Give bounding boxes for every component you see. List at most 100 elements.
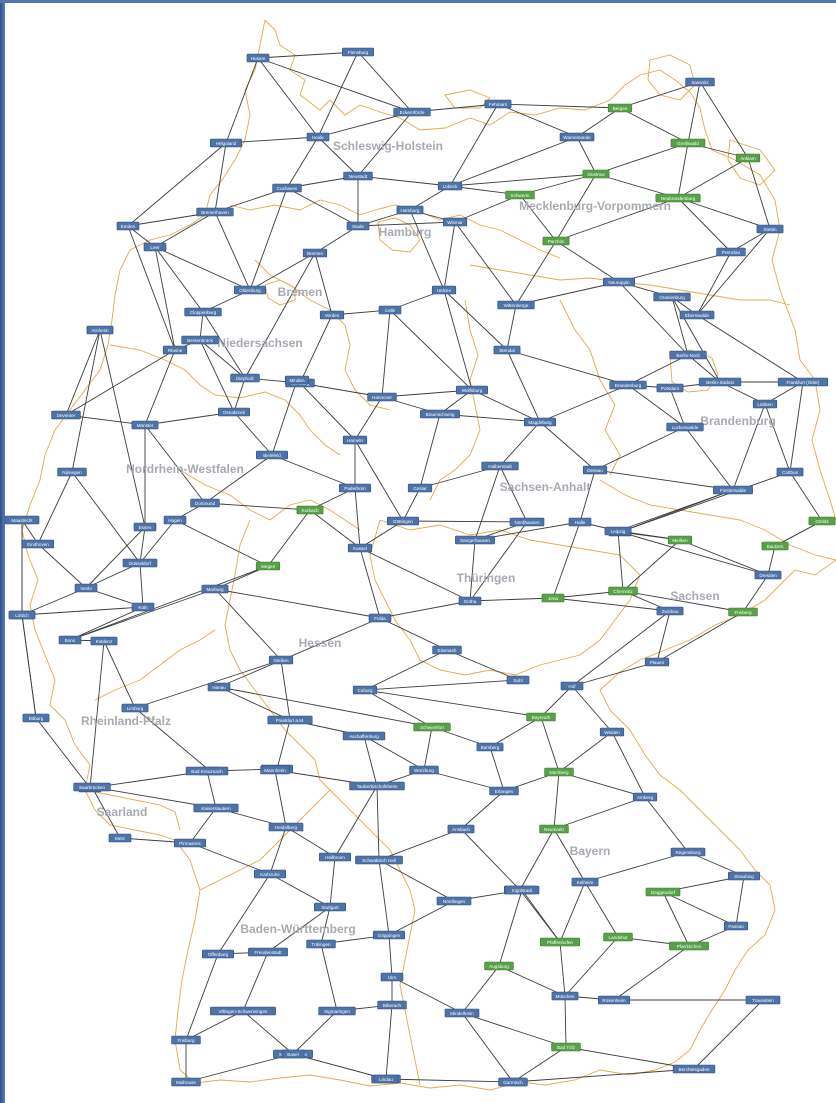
- node-n87[interactable]: Gotha: [459, 597, 481, 605]
- node-n60[interactable]: Dessau: [583, 466, 607, 474]
- node-n8[interactable]: Heide: [307, 133, 329, 141]
- node-n20[interactable]: Stade: [347, 222, 369, 230]
- node-n42[interactable]: Wolfsburg: [456, 386, 487, 394]
- node-n52[interactable]: Braunschweig: [420, 410, 459, 418]
- node-n151[interactable]: Ulm: [381, 973, 403, 981]
- node-n32[interactable]: Cloppenburg: [185, 308, 222, 316]
- node-n93[interactable]: Marburg: [202, 585, 228, 593]
- node-n118[interactable]: Würzburg: [410, 766, 439, 774]
- node-n11[interactable]: Cuxhaven: [273, 184, 302, 192]
- node-n102[interactable]: Suhl: [507, 676, 529, 684]
- node-n24[interactable]: Stettin: [757, 225, 783, 233]
- node-n49[interactable]: Osnabrück: [218, 408, 249, 416]
- node-n16[interactable]: Schwerin: [506, 191, 535, 199]
- node-n28[interactable]: Uelzen: [432, 286, 456, 294]
- node-n110[interactable]: Frankfurt a.M.: [268, 716, 312, 724]
- node-n157[interactable]: München: [552, 992, 578, 1000]
- node-n165[interactable]: Basel: [282, 1050, 304, 1058]
- node-n36[interactable]: Neuruppin: [603, 278, 634, 286]
- node-n79[interactable]: Meißen: [668, 536, 692, 544]
- node-n56[interactable]: Münster: [132, 421, 158, 429]
- node-n5[interactable]: Bergen: [608, 104, 632, 112]
- node-n44[interactable]: Brandenburg: [610, 381, 647, 389]
- node-n6[interactable]: Sassnitz: [686, 78, 715, 86]
- node-n26[interactable]: Oldenburg: [234, 286, 265, 294]
- node-n141[interactable]: Stuttgart: [314, 903, 345, 911]
- node-n35[interactable]: Stendal: [494, 346, 520, 354]
- node-n22[interactable]: Wismar: [443, 218, 467, 226]
- node-n9[interactable]: Warnemünde: [560, 133, 594, 141]
- node-n1[interactable]: Husum: [247, 54, 269, 62]
- node-n111[interactable]: Schweinfurt: [414, 723, 451, 731]
- node-n101[interactable]: Plauen: [645, 658, 669, 666]
- node-n85[interactable]: Venlo: [75, 584, 97, 592]
- node-n114[interactable]: Weiden: [600, 728, 624, 736]
- node-n154[interactable]: Sigmaringen: [319, 1007, 356, 1015]
- node-n81[interactable]: Görlitz: [809, 517, 835, 525]
- node-n13[interactable]: Lübeck: [438, 182, 462, 190]
- node-n17[interactable]: Neubrandenburg: [656, 194, 700, 202]
- node-n2[interactable]: Flensburg: [342, 48, 373, 56]
- node-n54[interactable]: Lübben: [753, 400, 777, 408]
- node-n132[interactable]: Straubing: [728, 872, 759, 880]
- node-n148[interactable]: Tübingen: [307, 940, 336, 948]
- node-n58[interactable]: Hameln: [343, 436, 367, 444]
- node-n53[interactable]: Magdeburg: [524, 418, 555, 426]
- node-n62[interactable]: Arnheim: [87, 326, 113, 334]
- node-n30[interactable]: Prenzlau: [717, 248, 746, 256]
- node-n67[interactable]: Nijmegen: [58, 468, 87, 476]
- node-n37[interactable]: Oranienburg: [654, 293, 691, 301]
- node-n18[interactable]: Emden: [117, 222, 139, 230]
- node-n99[interactable]: Gießen: [269, 656, 293, 664]
- node-n57[interactable]: Bielefeld: [256, 451, 287, 459]
- node-n43[interactable]: Berlin-Nord: [670, 351, 707, 359]
- node-n63[interactable]: Dortmund: [191, 499, 220, 507]
- node-n65[interactable]: Halberstadt: [482, 462, 519, 470]
- node-n126[interactable]: Metz: [109, 834, 131, 842]
- node-n40[interactable]: Rheine: [163, 346, 187, 354]
- node-n147[interactable]: Freudenstadt: [248, 948, 287, 956]
- node-n164[interactable]: Mulhouse: [172, 1078, 201, 1086]
- node-n19[interactable]: Bremerhaven: [197, 208, 234, 216]
- node-n121[interactable]: Saarbrücken: [74, 783, 111, 791]
- node-n123[interactable]: Mannheim: [261, 766, 290, 774]
- node-n83[interactable]: Siegen: [256, 562, 280, 570]
- node-n129[interactable]: Ansbach: [448, 825, 474, 833]
- node-n7[interactable]: Helgoland: [210, 139, 241, 147]
- node-n145[interactable]: Pfarrkirchen: [669, 942, 708, 950]
- node-n82[interactable]: Düsseldorf: [123, 559, 157, 567]
- node-n48[interactable]: Deventer: [52, 411, 81, 419]
- node-n86[interactable]: Köln: [132, 603, 154, 611]
- node-n27[interactable]: Bremen: [303, 249, 327, 257]
- node-n155[interactable]: Biberach: [378, 1001, 407, 1009]
- node-n89[interactable]: Chemnitz: [609, 587, 638, 595]
- node-n103[interactable]: Bitburg: [23, 714, 49, 722]
- node-n163[interactable]: Traunstein: [746, 996, 780, 1004]
- node-n133[interactable]: Heilbronn: [319, 853, 350, 861]
- node-n69[interactable]: Korbach: [297, 506, 323, 514]
- node-n78[interactable]: Leipzig: [605, 527, 631, 535]
- node-n131[interactable]: Regensburg: [671, 848, 705, 856]
- node-n47[interactable]: Frankfurt (Oder): [778, 378, 828, 386]
- node-n117[interactable]: Aschaffenburg: [343, 732, 385, 740]
- node-n139[interactable]: Deggendorf: [646, 888, 680, 896]
- node-n95[interactable]: Zwickau: [657, 607, 683, 615]
- node-n51[interactable]: Hannover: [368, 393, 397, 401]
- node-n127[interactable]: Pirmasens: [174, 839, 205, 847]
- node-n152[interactable]: Freiburg: [172, 1036, 201, 1044]
- node-n153[interactable]: Villingen-Schwenningen: [210, 1007, 275, 1015]
- node-n162[interactable]: Bad Tölz: [552, 1043, 581, 1051]
- node-n106[interactable]: Coburg: [353, 686, 377, 694]
- node-n75[interactable]: Essen: [134, 523, 156, 531]
- node-n34[interactable]: Celle: [379, 306, 401, 314]
- node-n150[interactable]: Pfaffenhofen: [540, 938, 579, 946]
- node-n166[interactable]: Lindau: [374, 1075, 398, 1083]
- node-n29[interactable]: Wittenberge: [498, 301, 535, 309]
- node-n113[interactable]: Bayreuth: [527, 713, 556, 721]
- node-n124[interactable]: Tauberbischofsheim: [350, 782, 405, 790]
- node-n97[interactable]: Lüttich: [9, 611, 35, 619]
- node-n138[interactable]: Kelheim: [572, 878, 598, 886]
- node-n135[interactable]: Karlsruhe: [254, 870, 285, 878]
- node-n68[interactable]: Hagen: [164, 516, 186, 524]
- node-n105[interactable]: Hanau: [208, 683, 230, 691]
